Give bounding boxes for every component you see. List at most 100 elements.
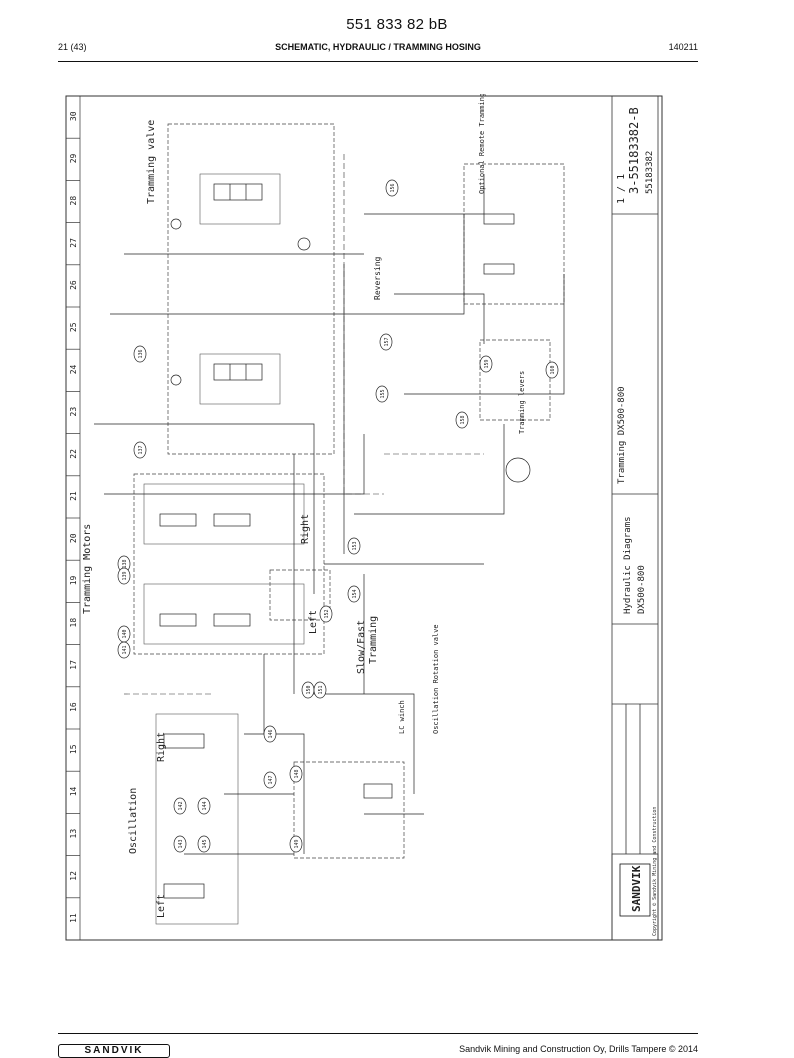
callout-number: 147 (268, 775, 274, 784)
title-block-title-2: DX500-800 (637, 565, 647, 614)
document-number: 551 833 82 bB (346, 16, 448, 33)
callout-group: 1361371381391401411421431441451461471481… (117, 179, 559, 853)
callout-number: 153 (352, 541, 358, 550)
callout-number: 145 (202, 839, 208, 848)
component-boxes-solid (143, 173, 305, 925)
callout-number: 154 (352, 589, 358, 598)
callout-bubble (263, 771, 277, 789)
callout-number: 143 (178, 839, 184, 848)
label-lc-winch: LC winch (398, 700, 406, 734)
title-block-sheet-title: Tramming DX500-800 (617, 386, 627, 484)
zone-number: 12 (69, 871, 78, 881)
title-block-company: SANDVIK (630, 865, 643, 912)
title-block-copyright: Copyright © Sandvik Mining and Construct… (652, 807, 658, 936)
page-header: 21 (43) SCHEMATIC, HYDRAULIC / TRAMMING … (58, 42, 698, 56)
callout-number: 137 (138, 445, 144, 454)
zone-number: 26 (69, 280, 78, 290)
zone-number: 17 (69, 660, 78, 670)
callout-bubble (313, 681, 327, 699)
callout-bubble (545, 361, 559, 379)
zone-number: 29 (69, 153, 78, 163)
footer-divider (58, 1033, 698, 1034)
label-left-oscillation: Left (156, 894, 167, 918)
callout-bubble (197, 797, 211, 815)
callout-number: 144 (202, 801, 208, 810)
zone-number: 13 (69, 829, 78, 839)
callout-number: 158 (460, 415, 466, 424)
zone-number: 16 (69, 702, 78, 712)
callout-number: 152 (324, 609, 330, 618)
callout-number: 141 (122, 645, 128, 654)
label-tramming: Tramming (368, 616, 379, 664)
callout-number: 142 (178, 801, 184, 810)
header-divider (58, 61, 698, 62)
schematic-svg: 1112131415161718192021222324252627282930… (65, 93, 663, 941)
pilot-lines (124, 154, 484, 695)
title-block (611, 95, 659, 941)
callout-number: 156 (390, 183, 396, 192)
title-block-title-1: Hydraulic Diagrams (623, 516, 633, 614)
zone-number: 23 (69, 407, 78, 417)
label-tramming-valve: Tramming valve (146, 120, 157, 204)
title-block-ip: 55183382 (645, 151, 655, 194)
callout-number: 157 (384, 337, 390, 346)
callout-bubble (117, 567, 131, 585)
page-counter: 21 (43) (58, 42, 87, 52)
zone-number: 15 (69, 744, 78, 754)
callout-number: 146 (268, 729, 274, 738)
callout-number: 159 (484, 359, 490, 368)
valve-symbols (159, 183, 531, 899)
callout-bubble (173, 835, 187, 853)
zone-number: 11 (69, 913, 78, 923)
callout-number: 138 (122, 559, 128, 568)
label-tramming-motors: Tramming Motors (82, 524, 93, 614)
page-date: 140211 (668, 42, 698, 52)
zone-number: 25 (69, 322, 78, 332)
label-optional-remote: Optional Remote Tramming (478, 94, 486, 194)
callout-bubble (133, 441, 147, 459)
zone-number: 18 (69, 618, 78, 628)
callout-bubble (379, 333, 393, 351)
callout-bubble (289, 835, 303, 853)
footer-logo: SANDVIK (58, 1044, 170, 1058)
callout-number: 151 (318, 685, 324, 694)
zone-number: 14 (69, 786, 78, 796)
title-block-drawing-number: 3-55183382-B (627, 107, 641, 194)
page-title: SCHEMATIC, HYDRAULIC / TRAMMING HOSING (275, 42, 481, 52)
callout-bubble (385, 179, 399, 197)
callout-number: 149 (294, 839, 300, 848)
label-oscillation: Oscillation (128, 788, 139, 854)
label-tramming-levers: Tramming levers (518, 371, 526, 434)
callout-bubble (479, 355, 493, 373)
callout-bubble (263, 725, 277, 743)
drawing-frame (65, 95, 663, 941)
callout-bubble (347, 537, 361, 555)
callout-number: 155 (380, 389, 386, 398)
zone-number: 20 (69, 533, 78, 543)
callout-number: 136 (138, 349, 144, 358)
callout-bubble (375, 385, 389, 403)
zone-number: 30 (69, 111, 78, 121)
zone-number: 24 (69, 364, 78, 374)
zone-number: 27 (69, 238, 78, 248)
zone-number: 21 (69, 491, 78, 501)
callout-bubble (319, 605, 333, 623)
callout-bubble (197, 835, 211, 853)
title-block-sheet: 1 / 1 (616, 174, 627, 204)
label-slow-fast: Slow/Fast (356, 620, 367, 674)
callout-number: 140 (122, 629, 128, 638)
callout-bubble (455, 411, 469, 429)
zone-number: 22 (69, 449, 78, 459)
callout-bubble (117, 641, 131, 659)
callout-bubble (133, 345, 147, 363)
callout-bubble (289, 765, 303, 783)
label-left-motor: Left (308, 610, 319, 634)
callout-number: 139 (122, 571, 128, 580)
callout-number: 160 (550, 365, 556, 374)
callout-bubble (173, 797, 187, 815)
label-right-motor: Right (300, 514, 311, 544)
label-reversing: Reversing (373, 256, 382, 300)
label-oscillation-valve: Oscillation Rotation valve (432, 624, 440, 734)
